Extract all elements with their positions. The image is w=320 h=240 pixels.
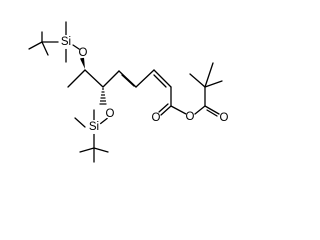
atom-labels: Si O Si O O O O (59, 35, 229, 134)
bond-c5-c4-second (121, 74, 135, 87)
bond-o-anhydride-to-c (194, 105, 206, 115)
bond-tbu-top-quaternary-methyl-down (41, 41, 49, 56)
bond-c5-c4 (118, 70, 137, 88)
stereo-hash-c6-o (99, 88, 107, 105)
bond-cq-methyl-upleft (189, 73, 206, 88)
molecule-structure: Si O Si O O O O (28, 21, 229, 163)
atom-si-bottom: Si (89, 121, 99, 133)
tbs-group-top (28, 21, 83, 63)
bond-piv-c-o-second (206, 109, 218, 117)
atom-o-carbonyl-right: O (220, 112, 229, 124)
bond-c3-c2-second (153, 74, 167, 88)
bond-c1-o-carbonyl (160, 105, 172, 116)
bond-piv-c-o (204, 105, 220, 115)
bond-c7-methyl (67, 69, 86, 88)
bond-c7-c6 (84, 69, 104, 88)
atom-o-anhydride: O (186, 111, 195, 123)
main-chain (67, 57, 187, 116)
bond-c1-o-carbonyl-second (158, 103, 169, 113)
stereo-wedge-c7-o (80, 57, 85, 69)
atom-si-top: Si (61, 36, 71, 48)
bond-c1-o-anhydride (170, 105, 187, 115)
bond-tbu-bottom-methyl-left (79, 147, 95, 153)
bond-si-bottom-methyl-left (74, 117, 86, 128)
bond-tbu-bottom-methyl-right (93, 147, 109, 153)
bond-c4-c3 (135, 69, 155, 88)
bond-cq-methyl-up (204, 62, 214, 88)
tbs-group-bottom (74, 109, 110, 163)
atom-o-carbonyl-left: O (152, 112, 161, 124)
pivaloyl-group (189, 62, 223, 117)
atom-o-top: O (79, 47, 88, 59)
atom-o-bottom: O (106, 108, 115, 120)
bond-c3-c2 (153, 69, 172, 88)
bond-c6-c5 (102, 70, 120, 88)
bond-tbu-top-quaternary-methyl-left (28, 41, 43, 50)
bond-cq-methyl-right (204, 80, 223, 88)
